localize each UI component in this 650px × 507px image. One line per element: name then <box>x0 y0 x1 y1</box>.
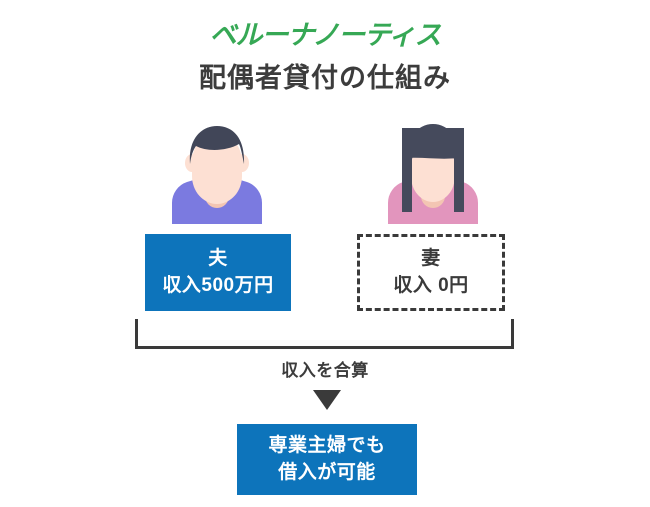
page-title: 配偶者貸付の仕組み <box>199 63 451 93</box>
wife-income-box: 妻 収入 0円 <box>357 234 505 311</box>
result-box: 専業主婦でも 借入が可能 <box>237 424 417 495</box>
wife-label: 妻 <box>421 248 441 270</box>
wife-avatar <box>378 116 488 224</box>
wife-income-value: 収入 0円 <box>393 274 469 296</box>
triangle-down-icon <box>313 390 341 410</box>
brand-logo: ベルーナノーティス <box>209 20 441 50</box>
income-merge-bracket <box>135 319 514 349</box>
wife-avatar-body <box>387 124 479 224</box>
merge-label: 収入を合算 <box>281 361 369 380</box>
husband-avatar-body <box>171 126 263 224</box>
husband-income-box: 夫 収入500万円 <box>145 234 291 311</box>
husband-avatar <box>162 116 272 224</box>
result-line-1: 専業主婦でも <box>268 435 386 457</box>
husband-label: 夫 <box>208 248 228 270</box>
husband-income-value: 収入500万円 <box>162 274 274 296</box>
result-line-2: 借入が可能 <box>278 461 376 483</box>
